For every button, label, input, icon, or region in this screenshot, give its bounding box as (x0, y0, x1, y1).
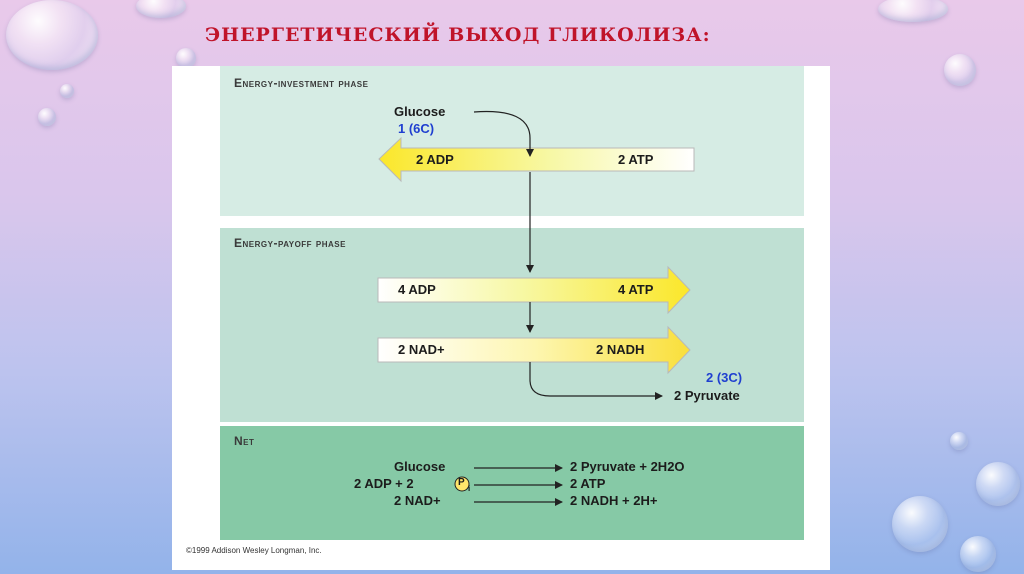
flow-graphics (172, 66, 830, 570)
droplet (878, 0, 948, 22)
investment-adp-label: 2 ADP (416, 152, 454, 167)
copyright-notice: ©1999 Addison Wesley Longman, Inc. (186, 546, 322, 555)
net-row-1-left: Glucose (394, 459, 445, 474)
droplet (38, 108, 56, 126)
net-label: Net (234, 434, 254, 448)
net-row-2-right: 2 ATP (570, 476, 605, 491)
net-row-3-left: 2 NAD+ (394, 493, 441, 508)
payoff-adp-label: 4 ADP (398, 282, 436, 297)
droplet (6, 0, 98, 70)
droplet (944, 54, 976, 86)
droplet (176, 48, 196, 68)
net-row-2-left: 2 ADP + 2 (354, 476, 414, 491)
pyruvate-label: 2 Pyruvate (674, 388, 740, 403)
pyruvate-flow-arrow (530, 362, 662, 396)
phosphate-subscript: i (468, 484, 470, 493)
glucose-carbon-count: 1 (6C) (398, 121, 434, 136)
glycolysis-figure: Energy-investment phase Glucose 1 (6C) 2… (172, 66, 830, 570)
investment-phase-label: Energy-investment phase (234, 76, 368, 90)
droplet (960, 536, 996, 572)
payoff-atp-label: 4 ATP (618, 282, 653, 297)
net-row-1-right: 2 Pyruvate + 2H2O (570, 459, 685, 474)
phosphate-letter: P (458, 477, 465, 488)
payoff-nad-label: 2 NAD+ (398, 342, 445, 357)
pyruvate-carbon-count: 2 (3C) (706, 370, 742, 385)
droplet (136, 0, 186, 18)
investment-atp-label: 2 ATP (618, 152, 653, 167)
net-row-3-right: 2 NADH + 2H+ (570, 493, 657, 508)
payoff-phase-label: Energy-payoff phase (234, 236, 346, 250)
droplet (60, 84, 74, 98)
slide-title: ЭНЕРГЕТИЧЕСКИЙ ВЫХОД ГЛИКОЛИЗА: (205, 24, 711, 46)
droplet (976, 462, 1020, 506)
droplet (950, 432, 968, 450)
droplet (892, 496, 948, 552)
glucose-label: Glucose (394, 104, 445, 119)
payoff-nadh-label: 2 NADH (596, 342, 644, 357)
